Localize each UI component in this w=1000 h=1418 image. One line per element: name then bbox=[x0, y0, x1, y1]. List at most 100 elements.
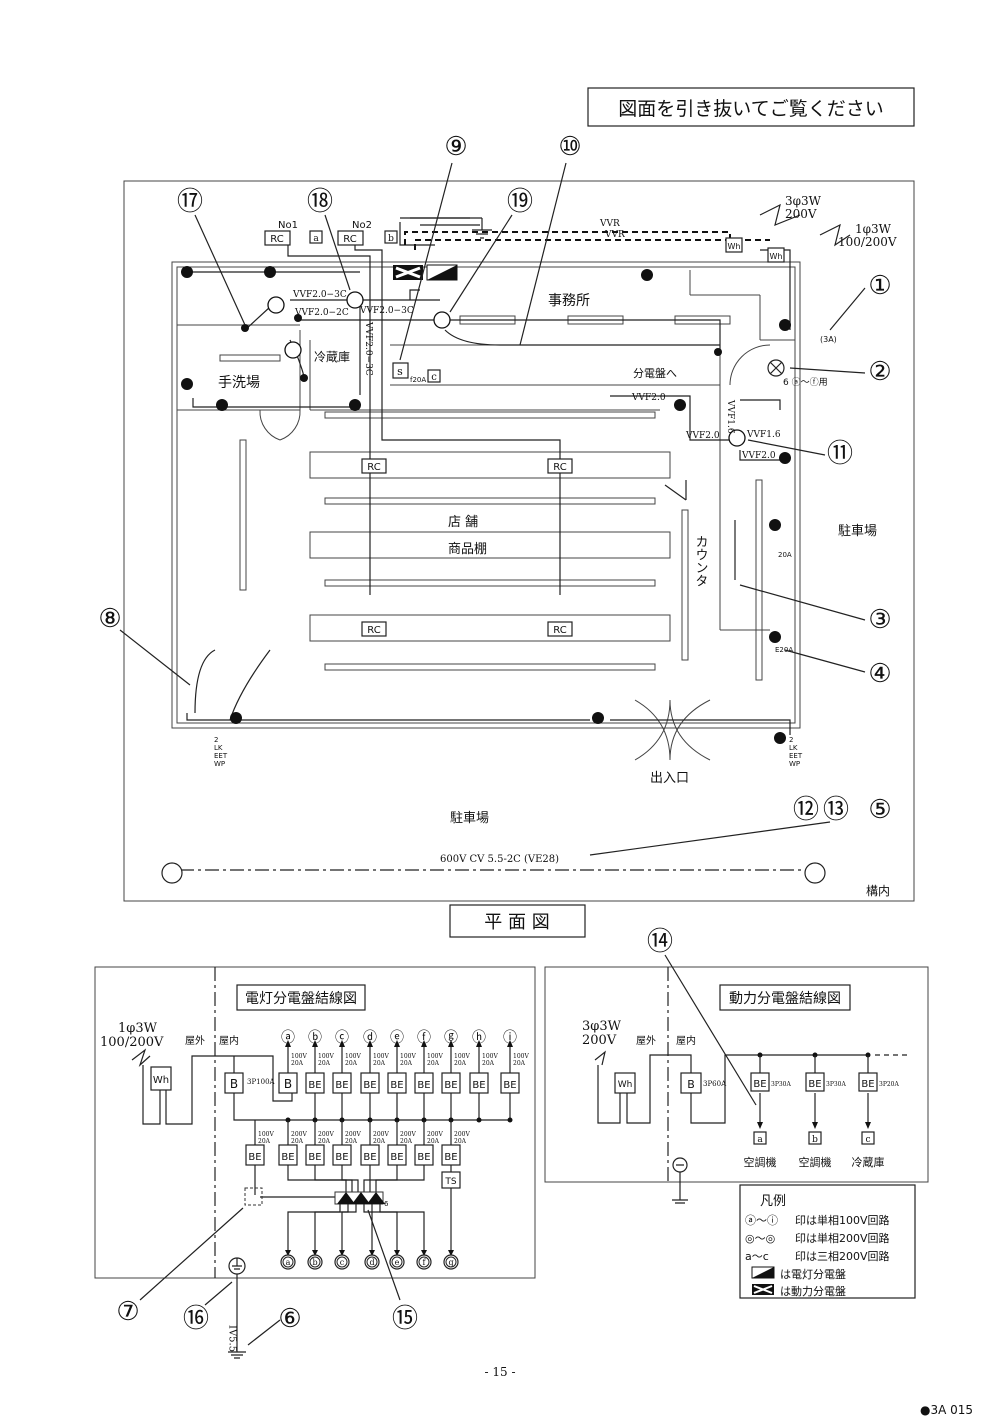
diagram-text: 2 bbox=[214, 736, 218, 744]
diagram-text: ⑱ bbox=[307, 187, 333, 217]
diagram-text: a～c bbox=[745, 1250, 769, 1263]
diagram-text: IV5.5 bbox=[227, 1325, 238, 1352]
diagram-text: BE bbox=[363, 1152, 376, 1163]
diagram-text: ⑩ bbox=[558, 132, 581, 162]
diagram-text: g bbox=[448, 1258, 453, 1267]
diagram-text: 印は三相200V回路 bbox=[795, 1250, 890, 1263]
diagram-text: 20A bbox=[427, 1060, 440, 1067]
diagram-text: ◎～◎ bbox=[745, 1232, 775, 1245]
room-entrance: 出入口 bbox=[650, 771, 689, 786]
diagram-text: VVF2.0−3C bbox=[363, 321, 373, 376]
circuit-label: ⓔ bbox=[390, 1030, 404, 1046]
circuit-label: ⓗ bbox=[472, 1030, 486, 1046]
diagram-text: b bbox=[312, 1258, 317, 1267]
room-parking-bottom: 駐車場 bbox=[450, 811, 489, 826]
diagram-text: BE bbox=[808, 1079, 821, 1090]
diagram-text: 20A bbox=[427, 1138, 440, 1145]
diagram-text: 20A bbox=[513, 1060, 526, 1067]
room-washroom: 手洗場 bbox=[218, 375, 260, 391]
diagram-text: No2 bbox=[352, 220, 372, 231]
diagram-text: BE bbox=[363, 1080, 376, 1091]
diagram-text: ⑥ bbox=[278, 1304, 301, 1334]
circuit-label: ⓑ bbox=[308, 1030, 322, 1046]
svg-text:Wh: Wh bbox=[770, 252, 783, 261]
diagram-text: c bbox=[431, 372, 437, 383]
diagram-text: 分電盤へ bbox=[633, 367, 677, 380]
diagram-text: 200V bbox=[582, 1033, 617, 1048]
diagram-text: ⓐ～ⓘ bbox=[745, 1214, 778, 1227]
diagram-text: BE bbox=[753, 1079, 766, 1090]
diagram-text: VVF1.6 bbox=[746, 430, 781, 440]
diagram-text: BE bbox=[281, 1152, 294, 1163]
diagram-text: B bbox=[284, 1077, 292, 1091]
diagram-text: ⑧ bbox=[98, 604, 121, 634]
diagram-text: 200V bbox=[373, 1131, 389, 1138]
diagram-text: 20A bbox=[291, 1138, 304, 1145]
diagram-text: VVF2.0−3C bbox=[359, 306, 414, 316]
diagram-text: BE bbox=[335, 1080, 348, 1091]
diagram-text: RC bbox=[553, 462, 566, 473]
diagram-text: BE bbox=[308, 1080, 321, 1091]
diagram-text: BE bbox=[335, 1152, 348, 1163]
svg-text:Wh: Wh bbox=[728, 242, 741, 251]
diagram-text: 20A bbox=[778, 551, 792, 559]
svg-text:s: s bbox=[397, 365, 403, 378]
diagram-text: 20A bbox=[318, 1138, 331, 1145]
diagram-text: Wh bbox=[618, 1080, 633, 1090]
diagram-text: b bbox=[388, 234, 394, 244]
diagram-text: 200V bbox=[291, 1131, 307, 1138]
diagram-text: WP bbox=[214, 760, 225, 768]
output-circuit-g: g bbox=[443, 1250, 459, 1270]
diagram-text: 100V bbox=[345, 1053, 361, 1060]
diagram-text: 3P60A bbox=[703, 1080, 727, 1088]
diagram-text: 100/200V bbox=[100, 1035, 164, 1050]
page-number: - 15 - bbox=[484, 1365, 515, 1379]
diagram-text: 平 面 図 bbox=[484, 912, 549, 933]
diagram-text: 100V bbox=[400, 1053, 416, 1060]
diagram-text: (3A) bbox=[820, 335, 837, 344]
diagram-text: 3P100A bbox=[247, 1078, 276, 1086]
diagram-text: 200V bbox=[427, 1131, 443, 1138]
diagram-text: BE bbox=[503, 1080, 516, 1091]
diagram-text: a bbox=[757, 1135, 763, 1145]
diagram-text: BE bbox=[248, 1152, 261, 1163]
diagram-text: TS bbox=[444, 1177, 456, 1187]
diagram-text: 20A bbox=[454, 1060, 467, 1067]
diagram-text: a bbox=[286, 1258, 291, 1267]
diagram-text: は動力分電盤 bbox=[780, 1284, 846, 1298]
lighting-panel-diagram: 電灯分電盤結線図 1φ3W 100/200V 屋外 屋内 Wh B 3P100A… bbox=[94, 966, 536, 1359]
diagram-text: 印は単相200V回路 bbox=[795, 1231, 890, 1245]
legend: 凡例 ⓐ～ⓘ 印は単相100V回路 ◎～◎ 印は単相200V回路 a～c 印は三… bbox=[739, 1184, 916, 1299]
premises-label: 構内 bbox=[866, 884, 890, 898]
diagram-text: 20A bbox=[400, 1138, 413, 1145]
diagram-text: VVF2.0−2C bbox=[294, 308, 349, 318]
room-shelf: 商品棚 bbox=[448, 542, 487, 557]
diagram-text: 3φ3W bbox=[785, 194, 822, 208]
circuit-label: ⓐ bbox=[281, 1030, 295, 1046]
plan-terminal-left bbox=[161, 862, 183, 884]
diagram-text: ④ bbox=[868, 659, 891, 689]
diagram-text: c bbox=[865, 1135, 870, 1145]
diagram-text: 屋外 bbox=[636, 1035, 656, 1047]
plan-meters: Wh Wh bbox=[725, 203, 851, 263]
diagram-text: 20A bbox=[345, 1138, 358, 1145]
diagram-text: 100V bbox=[373, 1053, 389, 1060]
diagram-text: f bbox=[423, 1258, 427, 1267]
diagram-text: ⑰ bbox=[177, 187, 203, 217]
diagram-text: 20A bbox=[345, 1060, 358, 1067]
diagram-text: VVF2.0 bbox=[741, 451, 776, 461]
diagram-text: 3φ3W bbox=[582, 1019, 622, 1034]
plan-frame bbox=[123, 180, 915, 902]
fan-symbol bbox=[767, 359, 785, 377]
